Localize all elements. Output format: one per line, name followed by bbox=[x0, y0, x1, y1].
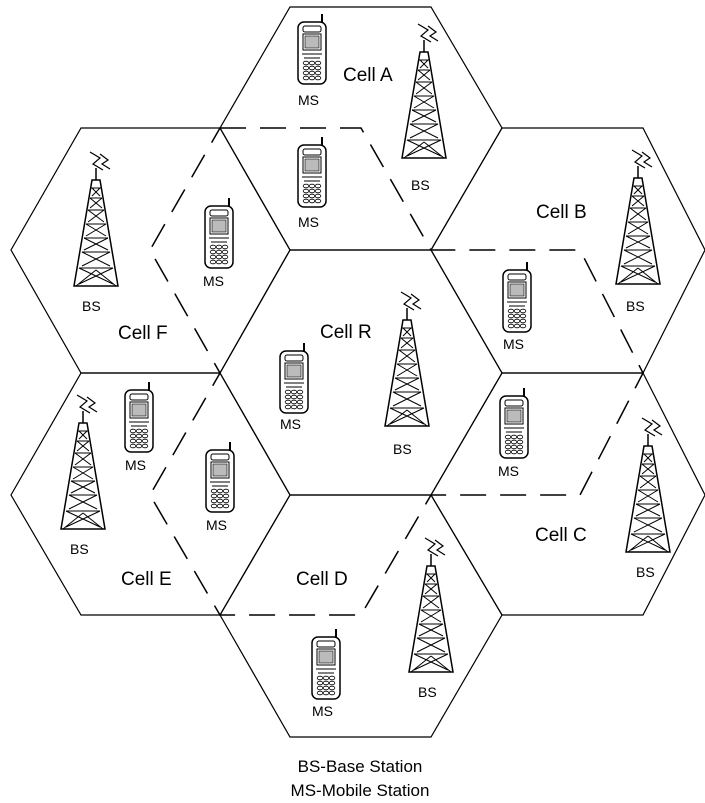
cell-e-label: Cell E bbox=[121, 569, 172, 590]
ms-label: MS bbox=[280, 416, 301, 432]
cell-b-label: Cell B bbox=[536, 202, 587, 223]
ms-label: MS bbox=[125, 457, 146, 473]
cell-r-label: Cell R bbox=[320, 322, 372, 343]
bs-label: BS bbox=[411, 177, 430, 193]
mobile-station-icon bbox=[205, 441, 235, 513]
mobile-station-icon bbox=[297, 13, 327, 85]
ms-label: MS bbox=[298, 214, 319, 230]
mobile-station-icon bbox=[124, 381, 154, 453]
base-station-icon bbox=[625, 417, 671, 553]
cell-c-label: Cell C bbox=[535, 525, 587, 546]
bs-label: BS bbox=[626, 298, 645, 314]
bs-label: BS bbox=[636, 564, 655, 580]
base-station-icon bbox=[384, 291, 430, 427]
cell-r-hexagon bbox=[219, 249, 503, 496]
mobile-station-icon bbox=[311, 628, 341, 700]
cell-c-hexagon bbox=[430, 372, 705, 616]
legend-base-station: BS-Base Station bbox=[298, 757, 423, 776]
bs-label: BS bbox=[70, 541, 89, 557]
base-station-icon bbox=[615, 149, 661, 285]
cell-f-label: Cell F bbox=[118, 323, 168, 344]
base-station-icon bbox=[60, 394, 106, 530]
cell-d-hexagon bbox=[219, 494, 503, 738]
base-station-icon bbox=[73, 151, 119, 287]
mobile-station-icon bbox=[297, 136, 327, 208]
ms-label: MS bbox=[206, 517, 227, 533]
legend-mobile-station: MS-Mobile Station bbox=[291, 781, 430, 800]
ms-label: MS bbox=[298, 92, 319, 108]
ms-label: MS bbox=[203, 273, 224, 289]
ms-label: MS bbox=[503, 336, 524, 352]
cell-d-label: Cell D bbox=[296, 569, 348, 590]
ms-label: MS bbox=[312, 703, 333, 719]
bs-label: BS bbox=[393, 441, 412, 457]
bs-label: BS bbox=[82, 298, 101, 314]
bs-label: BS bbox=[418, 684, 437, 700]
ms-label: MS bbox=[498, 463, 519, 479]
base-station-icon bbox=[408, 537, 454, 673]
cell-a-label: Cell A bbox=[343, 65, 393, 86]
mobile-station-icon bbox=[502, 261, 532, 333]
dashed-coverage-boundary bbox=[149, 127, 644, 616]
mobile-station-icon bbox=[279, 342, 309, 414]
base-station-icon bbox=[401, 23, 447, 159]
mobile-station-icon bbox=[204, 197, 234, 269]
mobile-station-icon bbox=[499, 387, 529, 459]
